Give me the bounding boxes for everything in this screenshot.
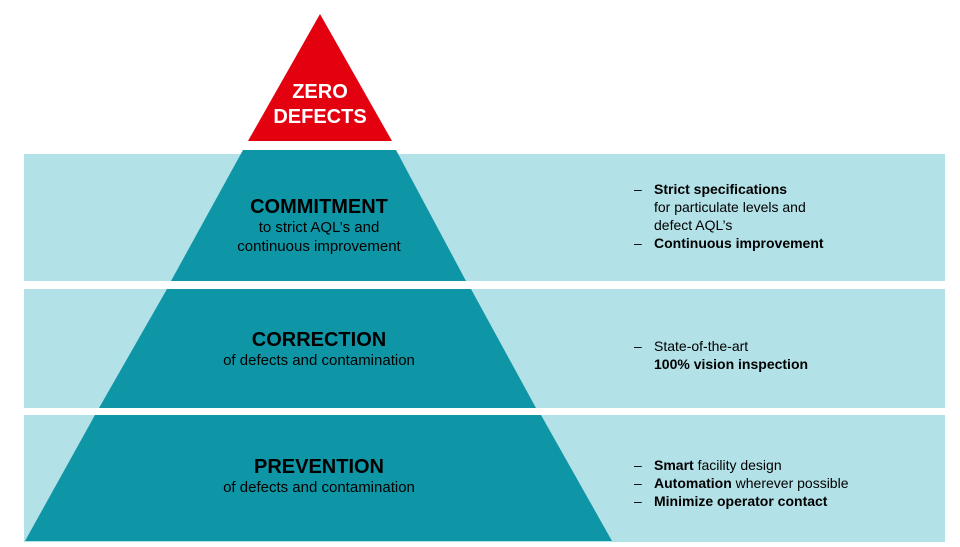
bullet-bold: Smart: [654, 457, 694, 473]
prevention-bullets: – Smart facility design – Automation whe…: [634, 456, 849, 510]
bullet-bold: Continuous improvement: [654, 235, 824, 251]
commitment-bullets: – Strict specifications for particulate …: [634, 180, 824, 252]
commitment-subtitle-2: continuous improvement: [237, 238, 401, 255]
correction-text: CORRECTION of defects and contamination: [179, 329, 459, 370]
commitment-subtitle-1: to strict AQL’s and: [258, 219, 380, 236]
bullet-text: facility design: [693, 457, 782, 473]
dash-marker: –: [634, 181, 642, 197]
correction-title: CORRECTION: [251, 329, 387, 351]
bullet-continuation: for particulate levels and: [654, 199, 806, 215]
bullet-bold: Strict specifications: [654, 181, 788, 197]
prevention-title: PREVENTION: [253, 456, 385, 478]
correction-subtitle: of defects and contamination: [223, 352, 415, 369]
prevention-text: PREVENTION of defects and contamination: [179, 456, 459, 497]
commitment-title: COMMITMENT: [250, 196, 388, 218]
bullet-continuation: 100% vision inspection: [654, 356, 809, 372]
commitment-text: COMMITMENT to strict AQL’s and continuou…: [189, 196, 449, 256]
bullet-text: wherever possible: [731, 475, 849, 491]
bullet-item: – Minimize operator contact: [634, 492, 849, 510]
apex-line-1: ZERO: [292, 81, 348, 103]
apex-line-2: DEFECTS: [273, 106, 367, 128]
bullet-item: – State-of-the-art 100% vision inspectio…: [634, 337, 808, 373]
dash-marker: –: [634, 457, 642, 473]
bullet-bold: Minimize operator contact: [654, 493, 828, 509]
dash-marker: –: [634, 235, 642, 251]
pyramid-tier-correction: [99, 289, 536, 408]
bullet-item: – Strict specifications for particulate …: [634, 180, 824, 234]
dash-marker: –: [634, 475, 642, 491]
dash-marker: –: [634, 493, 642, 509]
pyramid-tier-commitment: [171, 150, 466, 281]
bullet-bold: Automation: [654, 475, 732, 491]
bullet-continuation: defect AQL’s: [654, 217, 733, 233]
correction-bullets: – State-of-the-art 100% vision inspectio…: [634, 337, 808, 373]
bullet-item: – Continuous improvement: [634, 234, 824, 252]
bullet-text: State-of-the-art: [654, 338, 749, 354]
commitment-band: [24, 154, 945, 281]
prevention-subtitle: of defects and contamination: [223, 479, 415, 496]
bullet-item: – Automation wherever possible: [634, 474, 849, 492]
zero-defects-label: ZERO DEFECTS: [260, 80, 380, 130]
bullet-item: – Smart facility design: [634, 456, 849, 474]
pyramid-tier-prevention: [25, 415, 612, 541]
dash-marker: –: [634, 338, 642, 354]
pyramid-apex: [248, 14, 392, 141]
